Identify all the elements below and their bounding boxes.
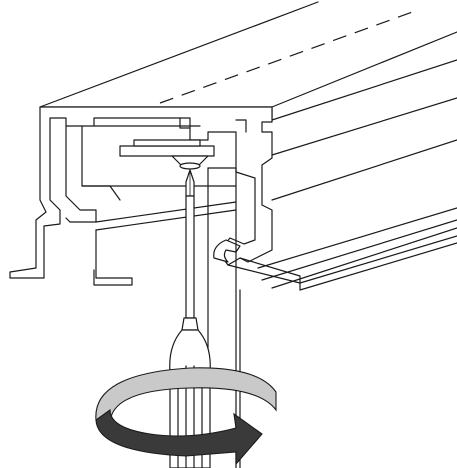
profile-inner-left <box>65 125 121 223</box>
clip-upper-arm <box>133 139 201 147</box>
screwdriver <box>169 169 211 468</box>
track-top-surface <box>39 1 457 121</box>
profile-inner-arms <box>81 125 237 231</box>
profile-outline <box>9 106 273 279</box>
track-side-wall <box>257 59 457 289</box>
screw-head-top <box>179 162 201 170</box>
profile-lower-foot <box>93 229 133 286</box>
track-top-slot <box>159 9 419 104</box>
rotation-arrow-front <box>95 408 263 466</box>
rotation-arrow <box>95 367 277 466</box>
screwdriver-shaft <box>185 195 195 319</box>
screwdriver-ferrule <box>181 317 199 331</box>
track-cross-section <box>9 106 301 286</box>
rotation-arrow-back <box>95 367 277 425</box>
profile-top-notch <box>179 117 247 133</box>
clip-plate <box>119 145 215 157</box>
handle-grip-lines <box>177 365 203 468</box>
profile-bottom-flange <box>227 257 301 284</box>
mounting-clip <box>119 139 215 170</box>
screwdriver-handle <box>169 329 211 468</box>
track-flange-edges <box>299 235 457 291</box>
